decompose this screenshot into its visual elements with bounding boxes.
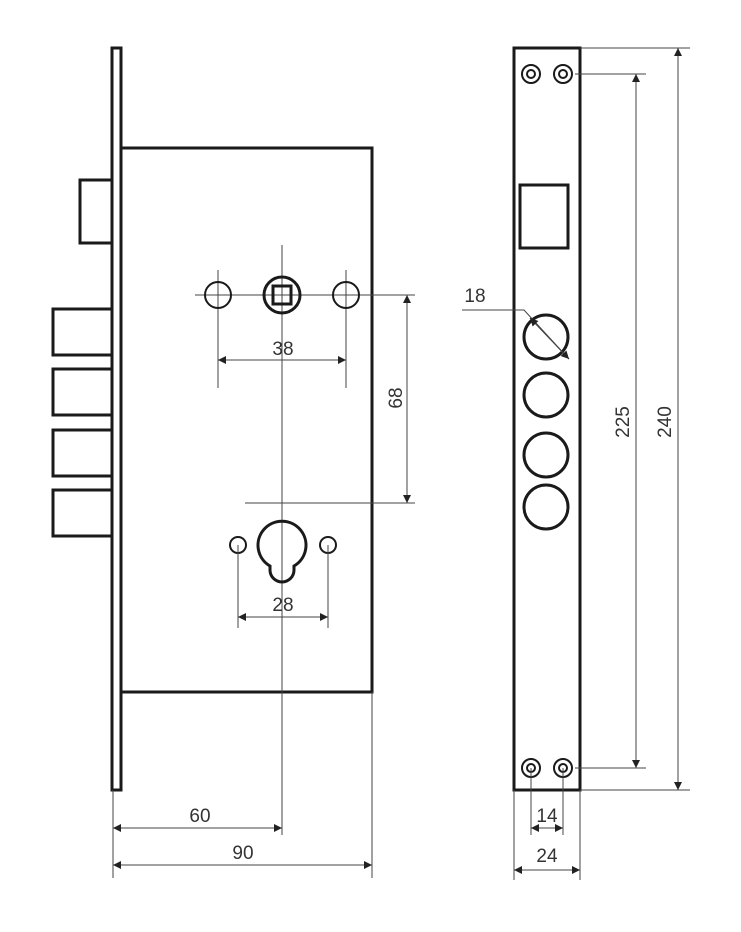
dim-label-24: 24 <box>536 846 558 867</box>
fixing-hole <box>332 281 360 309</box>
latch-bolt <box>78 178 114 245</box>
dim-label-18: 18 <box>464 286 485 307</box>
bolt-opening-3 <box>522 431 570 479</box>
faceplate <box>512 46 582 792</box>
lock-side-view: 38 68 28 60 90 <box>51 46 415 878</box>
dim-label-68: 68 <box>386 387 407 408</box>
screw-hole-inner <box>558 69 568 79</box>
dead-bolt-4 <box>51 488 114 538</box>
dim-label-60: 60 <box>189 806 210 827</box>
dim-label-14: 14 <box>536 806 558 827</box>
latch-opening <box>518 183 570 250</box>
faceplate-front-view: 18 225 240 14 24 <box>462 46 690 880</box>
lock-case <box>119 146 374 694</box>
dim-label-225: 225 <box>613 406 634 438</box>
dim-label-28: 28 <box>272 595 293 616</box>
screw-hole <box>521 64 541 84</box>
spindle-hub <box>262 275 302 315</box>
screw-hole <box>553 64 573 84</box>
spindle-square <box>271 284 293 306</box>
dim-label-90: 90 <box>232 843 253 864</box>
dim-label-240: 240 <box>655 406 676 438</box>
screw-holes <box>521 64 573 778</box>
bolt-opening-4 <box>522 483 570 531</box>
dim-line-18 <box>529 317 570 360</box>
dead-bolt-1 <box>51 307 114 357</box>
bolt-opening-2 <box>522 371 570 419</box>
screw-hole-inner <box>526 69 536 79</box>
euro-cylinder-cutout <box>256 519 308 584</box>
dead-bolt-2 <box>51 367 114 417</box>
bolt-opening-1 <box>522 313 570 361</box>
fixing-hole <box>204 281 232 309</box>
dead-bolt-3 <box>51 428 114 478</box>
dim-label-38: 38 <box>272 339 293 360</box>
